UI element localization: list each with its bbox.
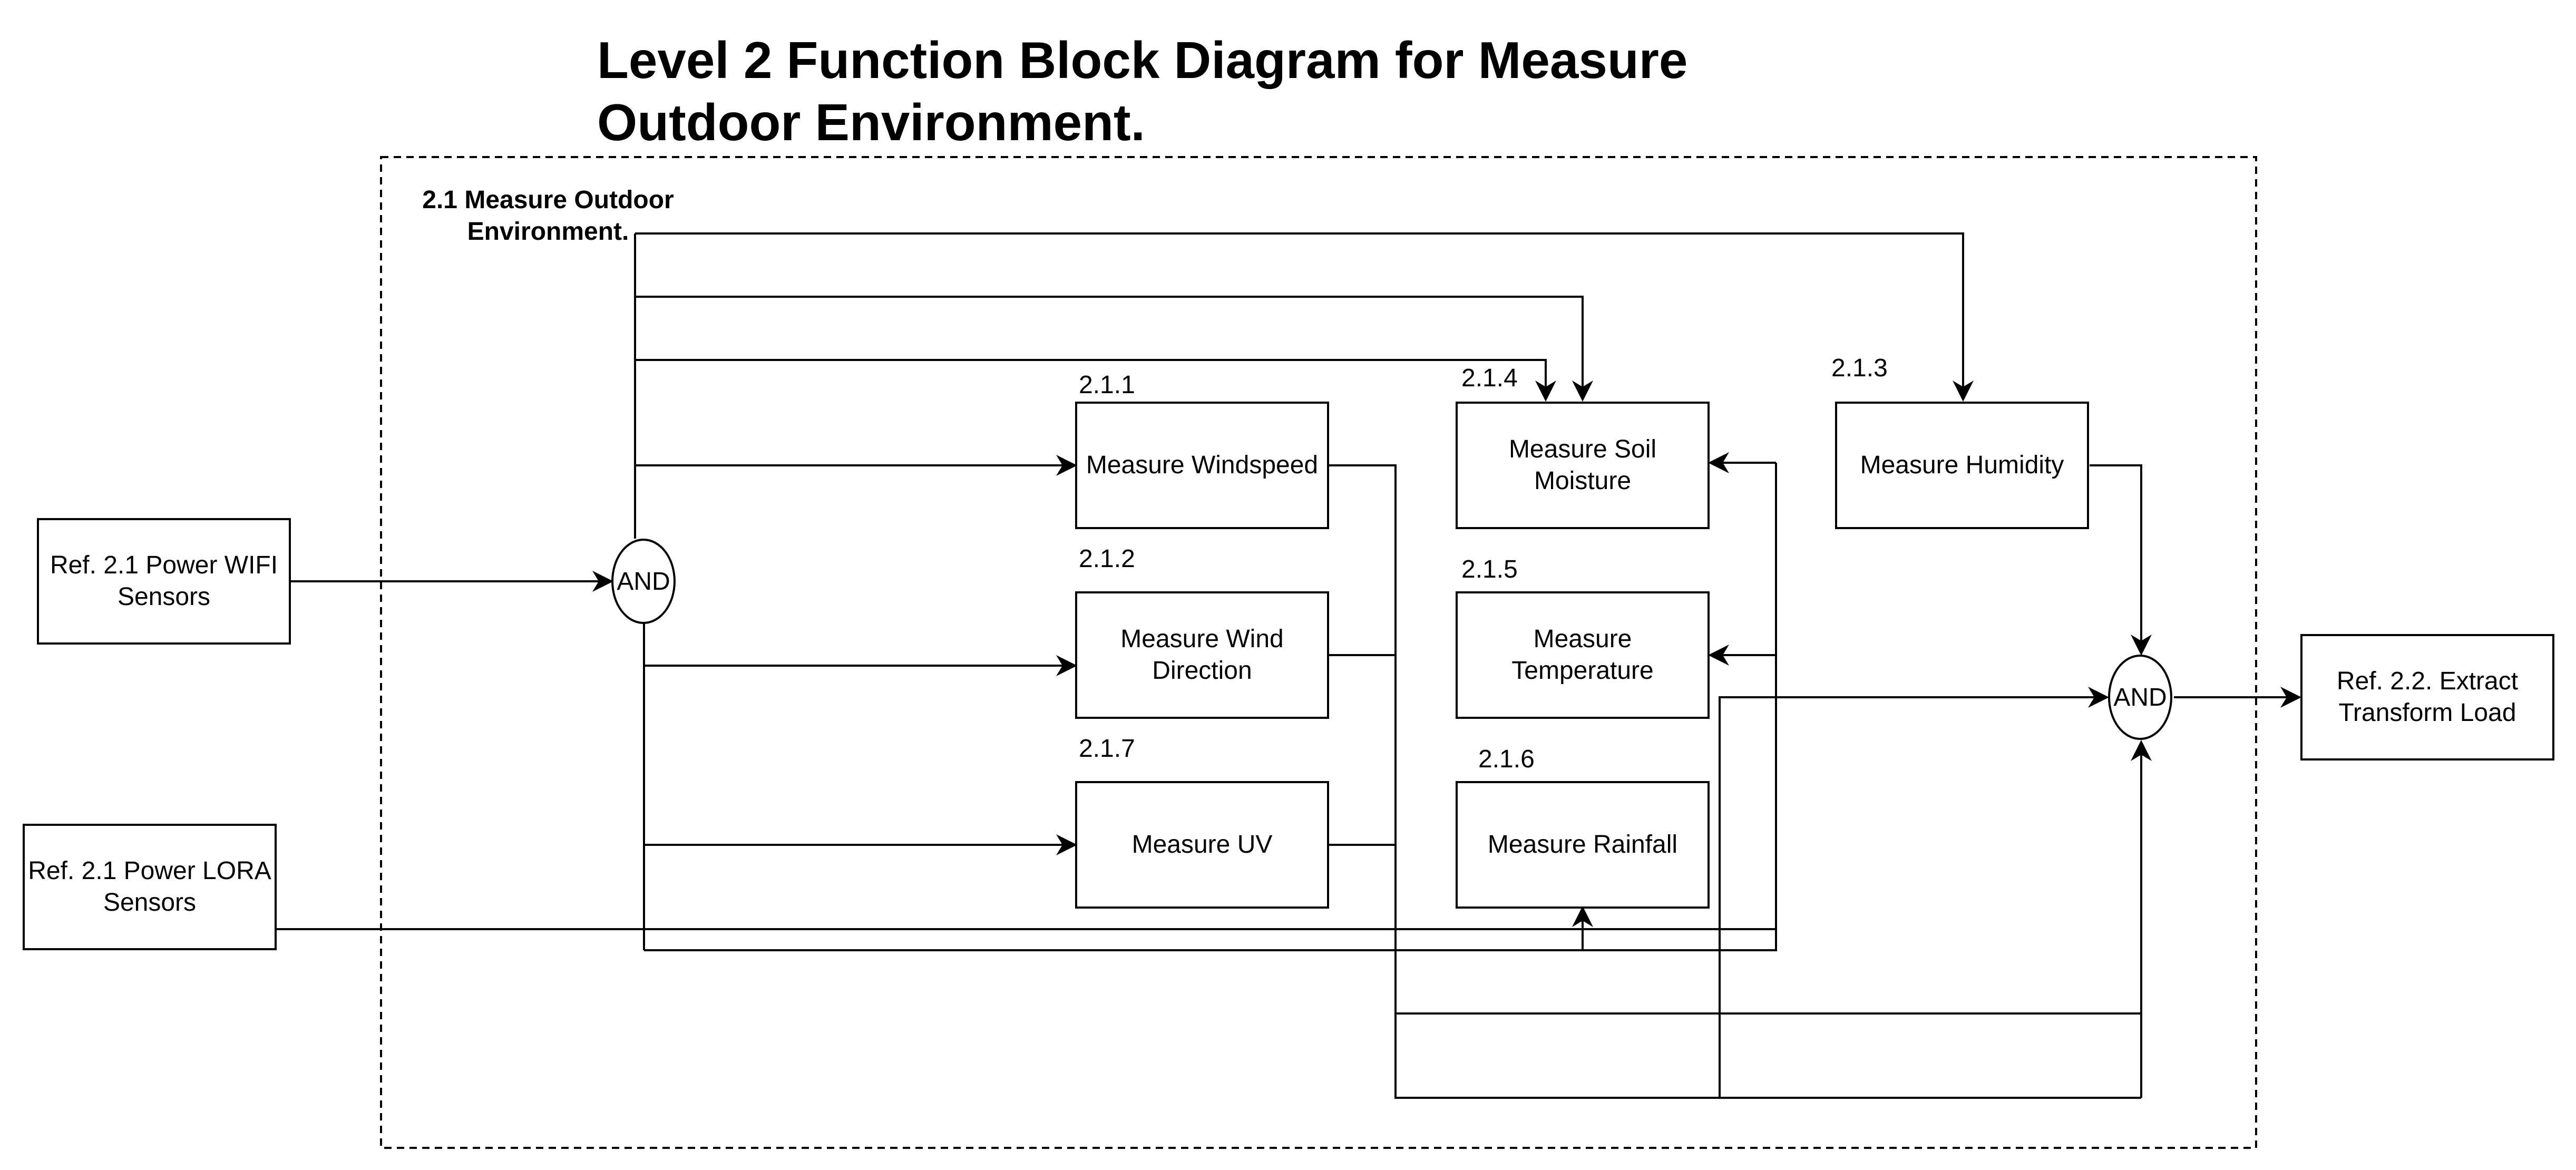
function-block-uv: Measure UV <box>1075 781 1329 909</box>
function-number-windspeed: 2.1.1 <box>1079 371 1135 399</box>
ref-etl-block: Ref. 2.2. Extract Transform Load <box>2300 634 2554 760</box>
arrow-to-output-and-left <box>1719 687 2109 1098</box>
function-number-humidity: 2.1.3 <box>1831 354 1888 382</box>
function-number-rainfall: 2.1.6 <box>1478 745 1535 773</box>
arrow-to-humidity <box>635 232 1974 402</box>
line-windspeed-out <box>1329 464 2141 1099</box>
function-block-humidity: Measure Humidity <box>1835 402 2089 529</box>
frame-border <box>380 156 2257 1149</box>
function-number-soil-moisture: 2.1.4 <box>1461 364 1518 392</box>
arrow-to-soil-1 <box>635 296 1593 402</box>
function-number-temperature: 2.1.5 <box>1461 555 1518 583</box>
function-block-wind-direction: Measure Wind Direction <box>1075 591 1329 719</box>
function-block-soil-moisture: Measure Soil Moisture <box>1456 402 1710 529</box>
arrow-to-soil-2 <box>635 359 1556 402</box>
function-number-uv: 2.1.7 <box>1079 735 1135 763</box>
function-block-windspeed: Measure Windspeed <box>1075 402 1329 529</box>
frame-label: 2.1 Measure Outdoor Environment. <box>422 186 674 246</box>
function-number-wind-direction: 2.1.2 <box>1079 545 1135 573</box>
ref-lora-block: Ref. 2.1 Power LORA Sensors <box>23 824 277 950</box>
function-block-temperature: Measure Temperature <box>1456 591 1710 719</box>
page-title: Level 2 Function Block Diagram for Measu… <box>597 31 1688 151</box>
output-and-gate: AND <box>2108 655 2172 740</box>
input-and-gate: AND <box>611 539 676 624</box>
line-bottom-loop <box>644 463 1777 951</box>
arrow-humidity-to-and <box>2090 464 2152 656</box>
function-block-rainfall: Measure Rainfall <box>1456 781 1710 909</box>
ref-wifi-block: Ref. 2.1 Power WIFI Sensors <box>37 518 291 645</box>
